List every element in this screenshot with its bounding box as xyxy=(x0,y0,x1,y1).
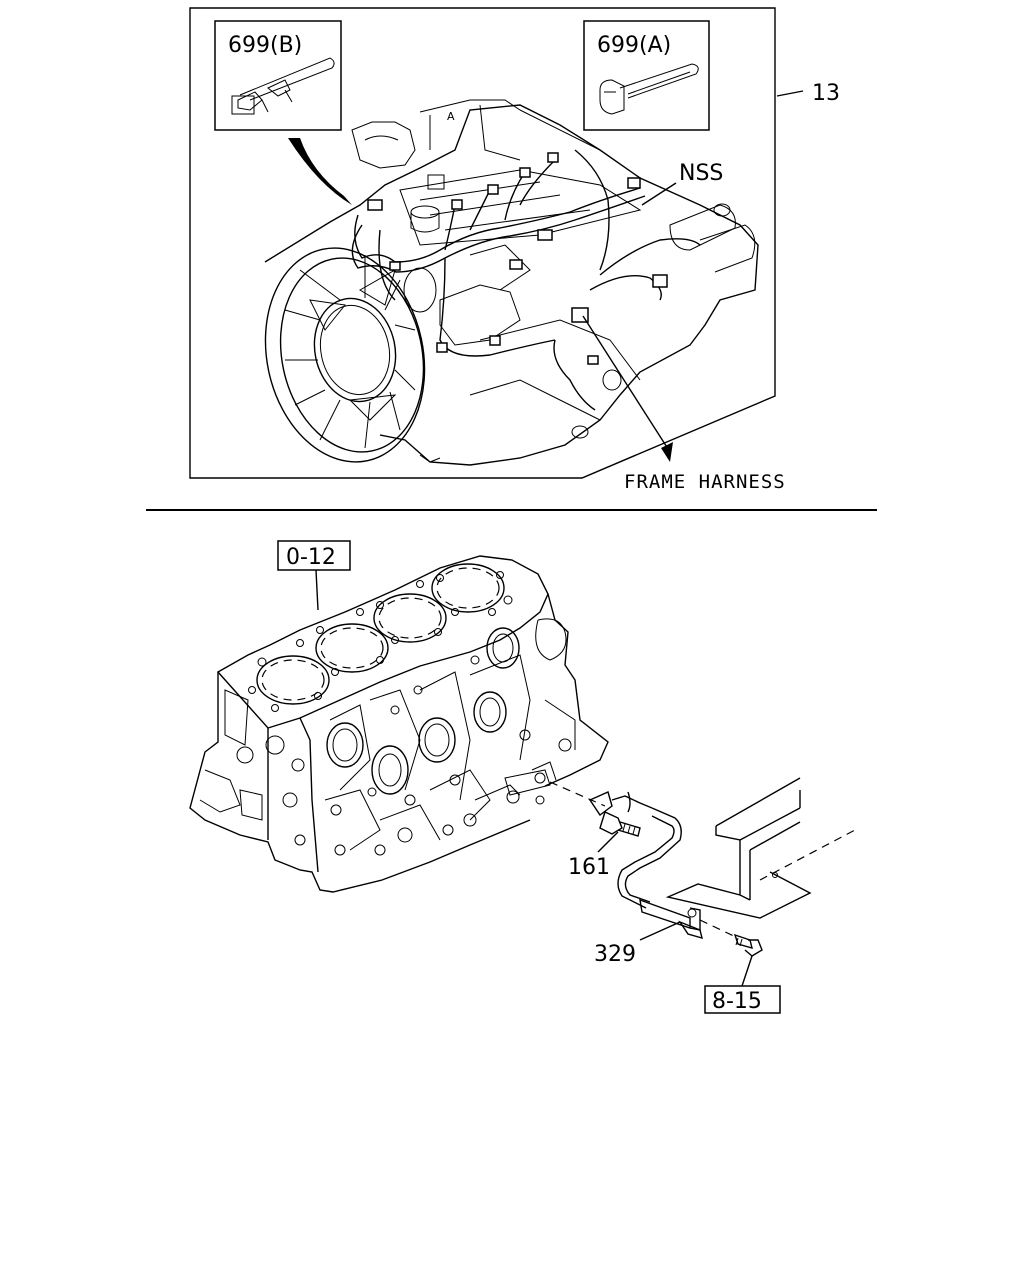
cylinder-block-drawing xyxy=(189,555,609,893)
bolt-centerline xyxy=(699,919,739,939)
inset-699b: 699(B) xyxy=(214,20,342,131)
leader-8-15 xyxy=(741,955,753,987)
mount-centerline xyxy=(549,781,606,807)
pointer-699b xyxy=(288,138,352,205)
sensor-harness-329 xyxy=(588,791,703,940)
bolt-161 xyxy=(599,811,641,837)
leader-0-12 xyxy=(315,569,319,611)
leader-161 xyxy=(597,831,619,853)
frame-harness-arrow xyxy=(582,315,673,462)
callout-nss: NSS xyxy=(679,161,723,186)
frame-harness-label: FRAME HARNESS xyxy=(624,471,786,493)
callout-699b: 699(B) xyxy=(228,33,302,58)
ref-box-8-15 xyxy=(704,985,781,1014)
callout-161: 161 xyxy=(568,855,610,880)
leader-nss xyxy=(641,182,677,206)
frame-rail-drawing xyxy=(665,777,856,919)
upper-frame xyxy=(189,7,776,479)
lower-view: 0-12 161 329 xyxy=(189,540,856,1014)
mark-a: A xyxy=(447,110,455,123)
ref-0-12: 0-12 xyxy=(286,545,336,570)
engine-assembly-drawing xyxy=(264,99,759,466)
bolt-8-15 xyxy=(733,933,763,957)
tie-699a-drawing xyxy=(599,63,699,115)
engine-harness xyxy=(351,149,701,411)
clip-699b-drawing xyxy=(237,57,335,113)
callout-329: 329 xyxy=(594,942,636,967)
ref-8-15: 8-15 xyxy=(712,989,762,1014)
callout-13: 13 xyxy=(812,81,840,106)
leader-13 xyxy=(776,90,804,97)
callout-699a: 699(A) xyxy=(597,33,671,58)
cooling-fan xyxy=(264,247,426,463)
ref-box-0-12 xyxy=(277,540,351,571)
upper-view: 699(B) 699(A) A 13 NSS FRAME HARNESS xyxy=(189,7,840,493)
leader-329 xyxy=(639,921,681,941)
inset-699a: 699(A) xyxy=(583,20,710,131)
